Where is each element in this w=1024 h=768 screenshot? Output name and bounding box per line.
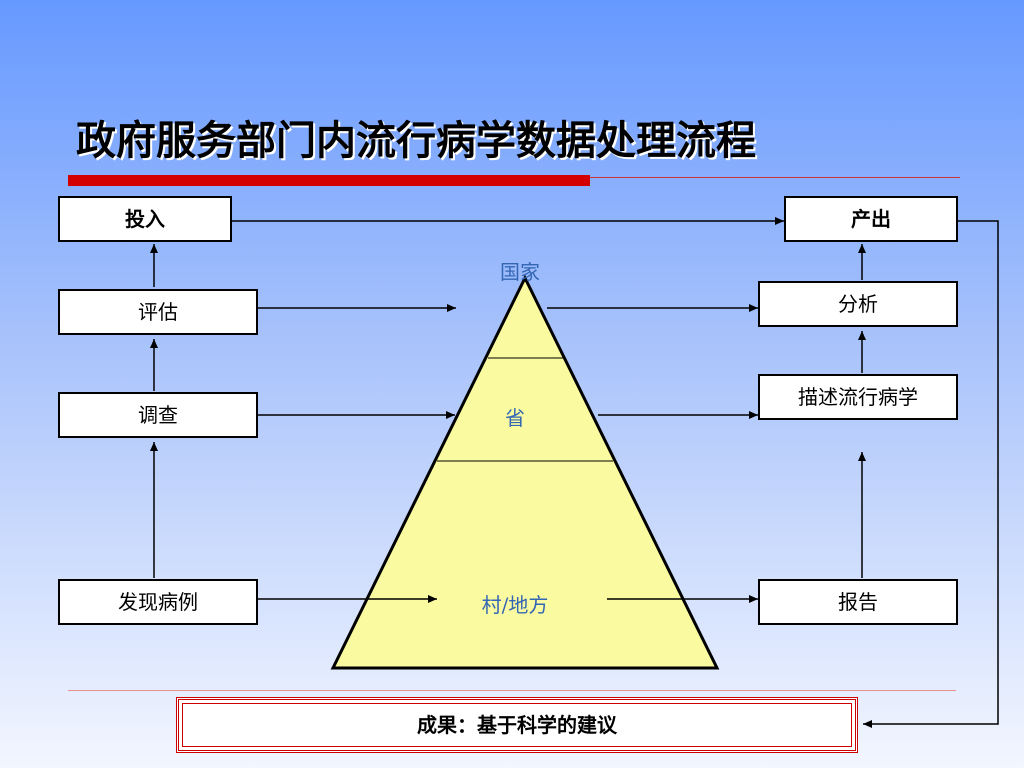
find-cases-box: 发现病例 [58, 579, 258, 625]
survey-box: 调查 [58, 392, 258, 438]
analysis-box: 分析 [758, 281, 958, 327]
describe-epidemiology-box: 描述流行病学 [758, 374, 958, 420]
report-box: 报告 [758, 579, 958, 625]
pyramid-label-village: 村/地方 [481, 593, 549, 617]
evaluate-box: 评估 [58, 289, 258, 335]
arrow-output-to-result [863, 220, 999, 728]
pyramid-label-national: 国家 [500, 260, 540, 284]
title-underline-thin [590, 177, 960, 178]
result-text: 成果：基于科学的建议 [182, 703, 852, 747]
page-title: 政府服务部门内流行病学数据处理流程 [76, 118, 756, 164]
output-box: 产出 [784, 196, 958, 242]
input-box: 投入 [58, 196, 232, 242]
pyramid [330, 274, 720, 670]
result-box: 成果：基于科学的建议 [176, 697, 858, 753]
pyramid-label-province: 省 [505, 406, 525, 430]
bottom-divider [68, 690, 956, 691]
title-underline-bar [68, 175, 590, 186]
